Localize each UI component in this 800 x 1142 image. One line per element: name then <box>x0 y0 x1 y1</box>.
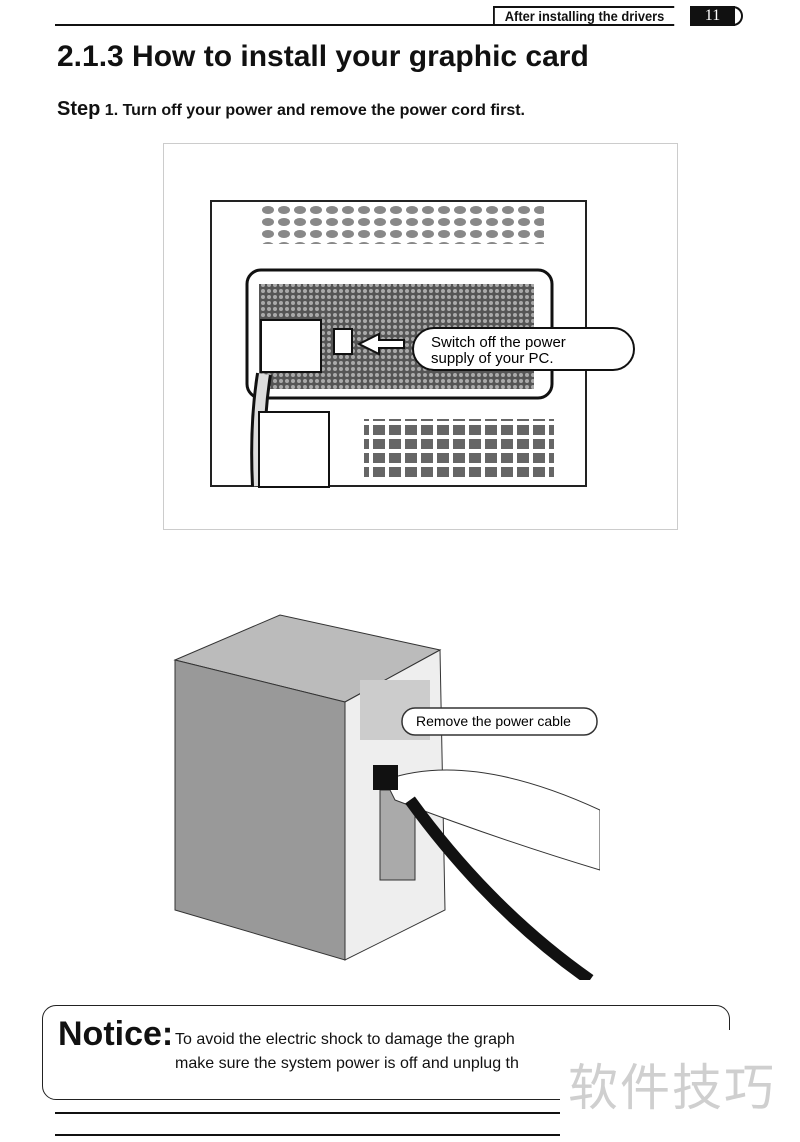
footer-rule-2 <box>55 1134 560 1136</box>
watermark: 软件技巧 <box>568 1060 776 1116</box>
figure-remove-cable: Remove the power cable <box>170 610 601 985</box>
callout-line1: Switch off the power <box>431 334 566 351</box>
step-label: Step <box>57 98 101 120</box>
header-section-title: After installing the drivers <box>493 6 675 26</box>
header-rule <box>55 24 495 26</box>
callout-remove-cable: Remove the power cable <box>416 713 571 729</box>
tower-illustration: Remove the power cable <box>173 614 601 985</box>
step-text: 1. Turn off your power and remove the po… <box>104 102 525 119</box>
notice-text-line2: make sure the system power is off and un… <box>175 1055 519 1072</box>
psu-illustration: Switch off the power supply of your PC. <box>210 200 635 488</box>
page-title: 2.1.3 How to install your graphic card <box>57 40 589 73</box>
step-heading: Step 1. Turn off your power and remove t… <box>57 98 525 121</box>
page-number: 11 <box>690 6 735 26</box>
figure-power-switch: Switch off the power supply of your PC. <box>163 143 678 530</box>
watermark-backdrop <box>560 1030 800 1142</box>
footer-rule-1 <box>55 1112 560 1114</box>
notice-label: Notice: <box>58 1015 174 1053</box>
callout-line2: supply of your PC. <box>431 350 554 367</box>
notice-text-line1: To avoid the electric shock to damage th… <box>175 1031 515 1048</box>
header-end-cap <box>733 6 743 26</box>
